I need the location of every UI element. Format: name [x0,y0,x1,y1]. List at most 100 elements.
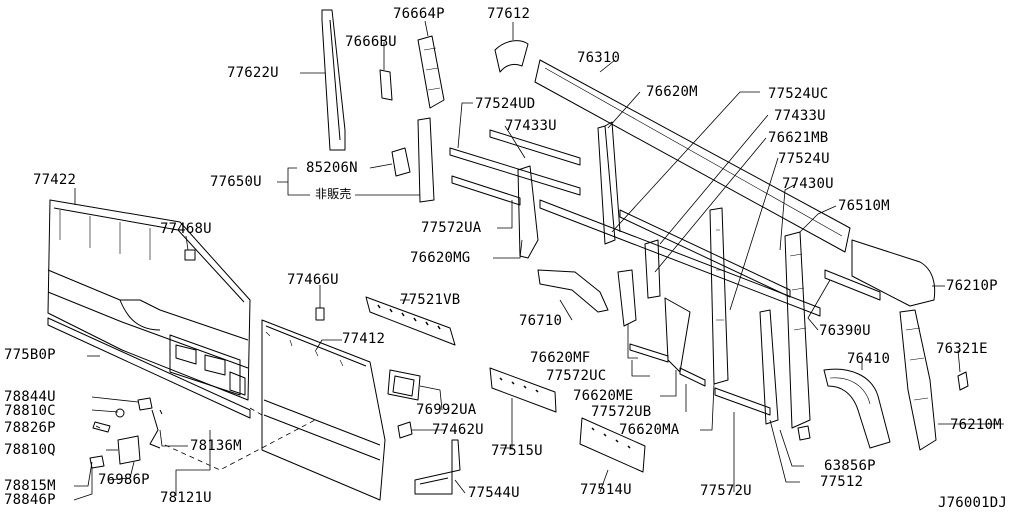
part-78815M-screw [89,455,105,469]
part-76710-bracket [537,269,609,313]
part-label-76410: 76410 [847,351,891,367]
part-label-77572UC: 77572UC [546,368,607,384]
part-77514U-channel [579,417,646,473]
part-76664P-bracket [417,35,445,109]
part-76620ME-bracket [664,297,691,373]
part-label-77422: 77422 [33,172,77,188]
part-775B0P-lower-strip [47,317,251,419]
part-label-78136M: 78136M [190,438,242,454]
part-label-78810C: 78810C [4,403,56,419]
not-for-sale-note: 非販売 [315,187,352,201]
part-label-77512: 77512 [820,474,864,490]
part-label-77433U-a: 77433U [505,118,557,134]
part-label-76620MA: 76620MA [619,422,680,438]
part-76620M-pillar [597,121,621,245]
part-label-77462U: 77462U [432,422,484,438]
part-78136M-hinge [149,409,163,449]
part-label-77524UD: 77524UD [475,96,536,112]
part-label-76620MG: 76620MG [410,250,471,266]
part-label-76664P: 76664P [393,6,445,22]
part-76390U-strip [824,269,881,301]
part-77412-panel [261,319,386,501]
part-label-76620M: 76620M [646,84,698,100]
part-77572UC-strip [629,343,669,363]
part-label-77515U: 77515U [491,443,543,459]
part-label-76321E: 76321E [936,341,988,357]
diagram-code: J76001DJ [938,495,1008,511]
part-label-76210M: 76210M [950,417,1002,433]
part-76620MF-bracket [617,269,637,327]
part-label-78810Q: 78810Q [4,442,56,458]
part-77572UA-strip [451,175,521,206]
part-label-76986P: 76986P [98,472,150,488]
part-label-76621MB: 76621MB [768,130,829,146]
part-label-77466U: 77466U [287,272,339,288]
part-78810C-clip [115,408,125,418]
part-label-77433U-b: 77433U [774,108,826,124]
part-76621MB-bracket [644,239,661,299]
part-label-77622U: 77622U [227,65,279,81]
part-77512-pillar [759,309,779,425]
part-77462U-clip [397,421,413,439]
part-label-77524U: 77524U [778,151,830,167]
part-76210M-pillar [899,309,937,451]
part-76310-roof-rail [534,59,851,253]
part-label-78121U: 78121U [160,490,212,506]
part-label-77572UA: 77572UA [421,220,482,236]
part-78844U-clip [137,397,153,411]
part-label-77612: 77612 [487,6,531,22]
part-label-78846P: 78846P [4,492,56,508]
part-77422-outer-panel [47,199,251,401]
leader-lines [73,20,1004,501]
part-77468U-clip [184,249,196,261]
part-77572UB-strip [679,367,706,387]
part-78810Q-lid [117,435,141,465]
part-77544U-bracket [414,439,461,495]
part-label-78815M: 78815M [4,478,56,494]
part-label-76710: 76710 [519,313,563,329]
part-label-76510M: 76510M [838,198,890,214]
part-76620MG-pillar [517,165,539,259]
part-78826P-grommet [92,421,111,433]
part-63856P-clip [797,425,811,441]
part-77650U-bracket [391,117,435,203]
part-77515U-channel [489,367,557,413]
part-77622U-pillar [321,9,346,151]
part-label-78844U: 78844U [4,389,56,405]
part-label-77412: 77412 [342,331,386,347]
part-label-77514U: 77514U [580,482,632,498]
part-77521VB-bracket [365,296,456,346]
part-label-76992UA: 76992UA [416,402,477,418]
part-76410-wheelhouse [823,368,891,449]
part-77466U-clip [315,307,325,321]
part-label-7666BU: 7666BU [345,34,397,50]
part-76510M-pillar [784,231,811,429]
part-label-76210P: 76210P [946,278,998,294]
part-label-76620MF: 76620MF [530,350,591,366]
part-label-77468U: 77468U [160,221,212,237]
part-label-77572U: 77572U [700,483,752,499]
part-76321E-clip [957,371,969,391]
part-label-77650U: 77650U [210,174,262,190]
part-77433U-strip [489,129,581,166]
part-76992UA-lamp [387,369,421,401]
part-76620MA-pillar [709,207,729,385]
part-label-85206N: 85206N [306,160,358,176]
part-77612-cap [494,40,529,73]
part-label-77544U: 77544U [468,485,520,501]
part-77524UD-strip [449,147,581,196]
part-label-77572UB: 77572UB [591,404,652,420]
part-77524U-strip [539,199,821,317]
part-7666BU-bracket [379,69,393,101]
part-label-76310: 76310 [577,50,621,66]
part-label-63856P: 63856P [824,458,876,474]
part-label-77430U: 77430U [782,176,834,192]
part-76210P-rear-rail [851,239,936,307]
part-label-77521VB: 77521VB [400,292,461,308]
part-label-76620ME: 76620ME [573,388,634,404]
part-label-77524UC: 77524UC [768,86,829,102]
reference-dashed-lines [164,407,316,471]
part-label-76390U: 76390U [819,323,871,339]
